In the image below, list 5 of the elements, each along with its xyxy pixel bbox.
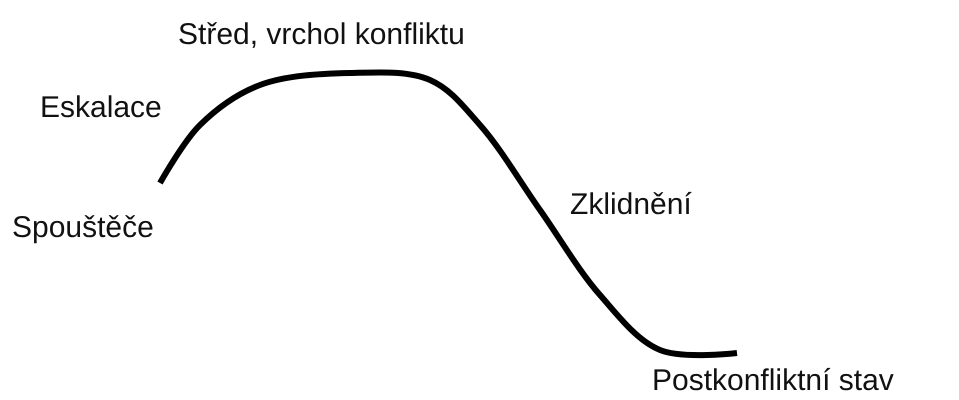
phase-label: Střed, vrchol konfliktu	[178, 18, 465, 52]
phase-label: Eskalace	[40, 91, 162, 125]
phase-label: Zklidnění	[570, 188, 692, 222]
phase-label: Postkonfliktní stav	[652, 364, 894, 398]
phase-label: Spouštěče	[12, 211, 154, 245]
